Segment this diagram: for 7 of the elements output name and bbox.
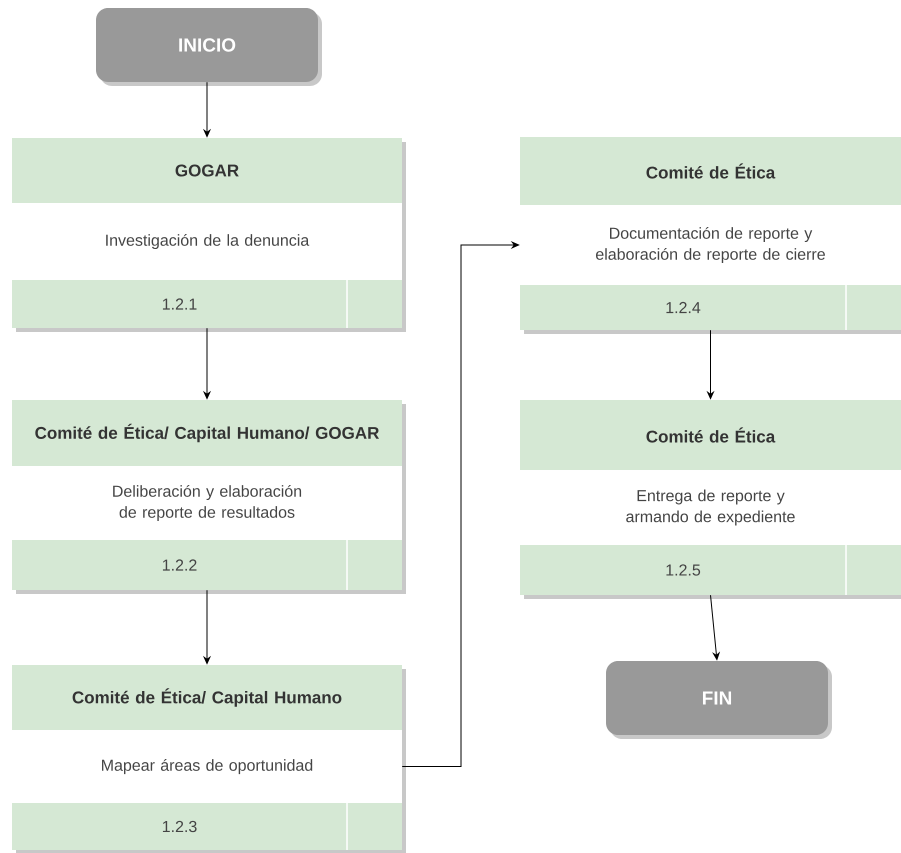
task-card: Comité de Ética Entrega de reporte y armando de expediente 1.2.5 xyxy=(520,400,901,599)
task-card: Comité de Ética/ Capital Humano Mapear áreas de oportunidad 1.2.3 xyxy=(12,665,406,853)
task-card: Comité de Ética Documentación de reporte y elaboración de reporte de cierre 1.2.4 xyxy=(520,137,901,334)
terminal-box: INICIO xyxy=(96,8,322,86)
task-card: Comité de Ética/ Capital Humano/ GOGAR Deliberación y elaboración de reporte de resultados 1.2.2 xyxy=(12,400,406,594)
task-card: GOGAR Investigación de la denuncia 1.2.1 xyxy=(12,138,406,332)
terminal-box: FIN xyxy=(606,661,832,739)
